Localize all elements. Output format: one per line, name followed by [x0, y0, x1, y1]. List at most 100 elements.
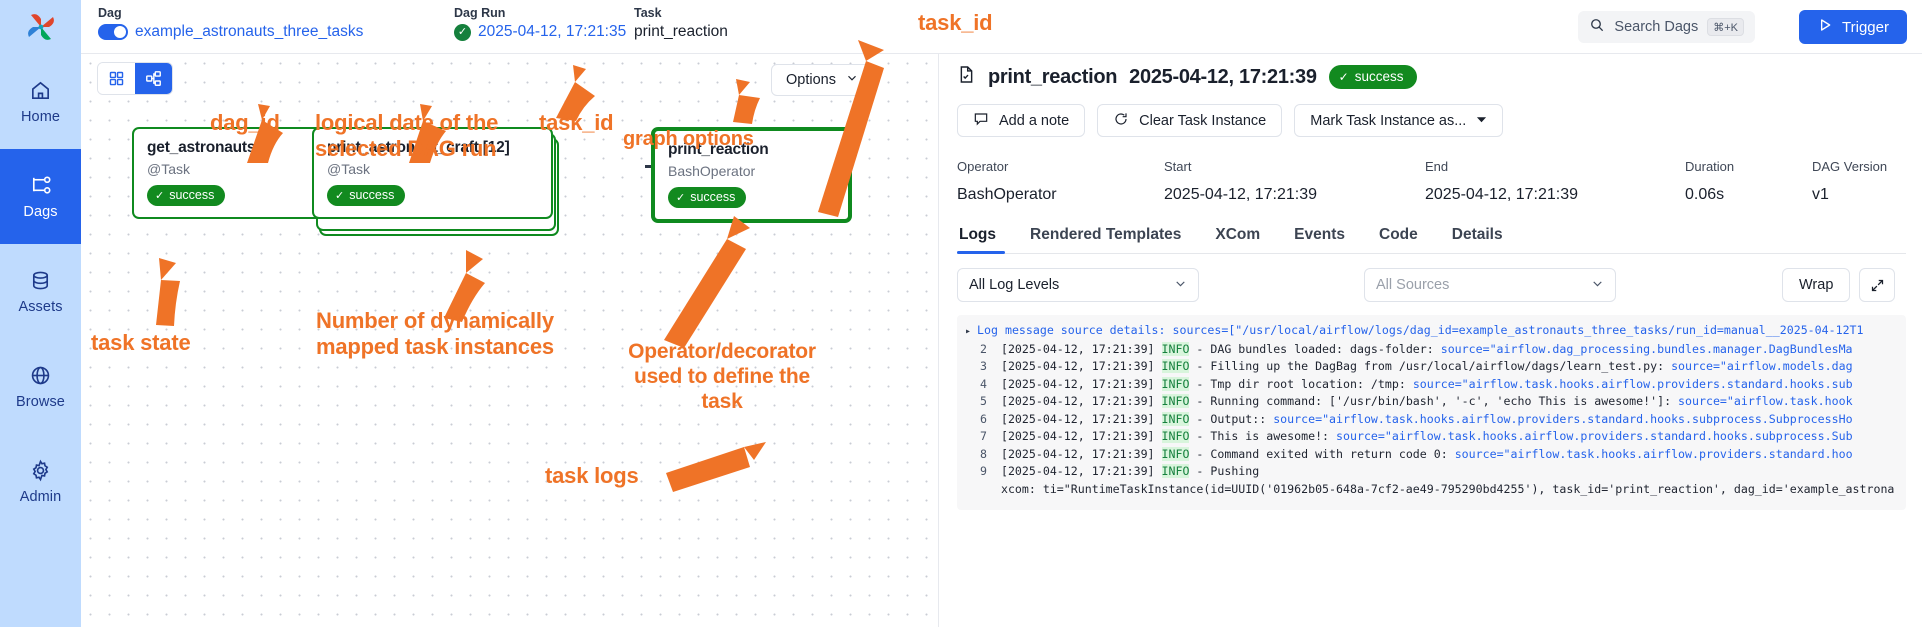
log-segment: [2025-04-12, 17:21:39] — [1000, 411, 1162, 426]
log-line: 8 [2025-04-12, 17:21:39] INFO - Command … — [957, 446, 1906, 464]
task-node-subtitle: BashOperator — [668, 163, 756, 179]
log-line-number: 8 — [980, 446, 987, 461]
annotation-task-logs: task logs — [545, 463, 639, 488]
log-segment: INFO — [1161, 429, 1190, 443]
log-segment: [2025-04-12, 17:21:39] — [1000, 446, 1162, 461]
annotation-task-id-right: task_id — [918, 10, 993, 35]
log-line-number: 7 — [980, 429, 987, 443]
wrap-label: Wrap — [1799, 277, 1834, 293]
search-dags-input[interactable]: Search Dags ⌘+K — [1578, 11, 1755, 43]
log-lines: ▸ Log message source details: sources=["… — [957, 322, 1906, 498]
log-sources-select[interactable]: All Sources — [1364, 268, 1616, 302]
meta-end: End 2025-04-12, 17:21:39 — [1425, 159, 1685, 204]
search-placeholder: Search Dags — [1614, 19, 1699, 35]
detail-tabs: Logs Rendered Templates XCom Events Code… — [957, 226, 1906, 254]
log-line-number: 3 — [980, 359, 987, 373]
task-instance-run-time: 2025-04-12, 17:21:39 — [1129, 65, 1317, 88]
graph-options-button[interactable]: Options — [771, 64, 873, 96]
log-sources-placeholder: All Sources — [1376, 277, 1450, 293]
log-line: 2 [2025-04-12, 17:21:39] INFO - DAG bund… — [957, 341, 1906, 359]
log-segment: - This is awesome!: — [1189, 429, 1337, 443]
chevron-down-icon — [1174, 277, 1187, 293]
sidebar-item-admin[interactable]: Admin — [0, 434, 81, 529]
check-icon: ✓ — [335, 189, 345, 202]
sidebar-item-browse[interactable]: Browse — [0, 339, 81, 434]
log-level-select[interactable]: All Log Levels — [957, 268, 1199, 302]
clear-task-instance-button[interactable]: Clear Task Instance — [1097, 104, 1283, 137]
log-segment: - Tmp dir root location: /tmp: — [1189, 376, 1413, 391]
wrap-button[interactable]: Wrap — [1782, 268, 1851, 302]
tab-events[interactable]: Events — [1294, 226, 1345, 243]
breadcrumb-task-label: Task — [634, 6, 662, 20]
meta-value: 2025-04-12, 17:21:39 — [1164, 186, 1318, 203]
log-segment: INFO — [1161, 394, 1190, 408]
log-segment: [2025-04-12, 17:21:39] — [1000, 429, 1162, 443]
status-badge-label: success — [349, 188, 395, 202]
log-controls: All Log Levels All Sources Wrap — [957, 268, 1906, 302]
log-segment: - Filling up the DagBag from /usr/local/… — [1189, 359, 1672, 373]
airflow-pinwheel-logo[interactable] — [0, 0, 81, 54]
clear-task-instance-label: Clear Task Instance — [1139, 112, 1267, 129]
log-segment: source="airflow.task.hooks.airflow.provi… — [1412, 376, 1853, 391]
tab-xcom[interactable]: XCom — [1215, 226, 1261, 243]
status-badge: ✓ success — [147, 185, 226, 206]
tab-details[interactable]: Details — [1451, 226, 1503, 243]
log-line-number: 2 — [980, 341, 987, 356]
log-level-value: All Log Levels — [969, 277, 1060, 293]
log-segment: INFO — [1161, 411, 1190, 426]
log-expander-icon[interactable]: ▸ — [965, 326, 978, 337]
meta-dag-version: DAG Version v1 — [1812, 159, 1887, 204]
mark-task-instance-as-label: Mark Task Instance as... — [1310, 112, 1467, 129]
breadcrumb-dag-run-label: Dag Run — [454, 6, 506, 20]
check-icon: ✓ — [676, 191, 686, 204]
trigger-button[interactable]: Trigger — [1799, 10, 1907, 44]
sidebar-item-dags[interactable]: Dags — [0, 149, 81, 244]
sidebar-item-label: Assets — [18, 298, 63, 315]
log-segment: - Running command: ['/usr/bin/bash', '-c… — [1189, 394, 1679, 408]
log-segment: INFO — [1161, 341, 1190, 356]
search-icon — [1589, 17, 1605, 38]
graph-icon[interactable] — [135, 63, 172, 94]
task-instance-header: print_reaction 2025-04-12, 17:21:39 ✓ su… — [957, 64, 1906, 90]
tab-logs[interactable]: Logs — [957, 226, 1013, 254]
task-node-title: print_reaction — [668, 141, 769, 158]
expand-icon[interactable] — [1859, 268, 1896, 302]
mark-task-instance-as-button[interactable]: Mark Task Instance as... — [1294, 104, 1504, 137]
log-segment: xcom: ti="RuntimeTaskInstance(id=UUID('0… — [1000, 481, 1895, 496]
note-icon — [973, 111, 989, 131]
breadcrumb-dag-value[interactable]: example_astronauts_three_tasks — [135, 23, 364, 40]
log-output[interactable]: ▸ Log message source details: sources=["… — [957, 315, 1906, 510]
refresh-icon — [1113, 111, 1129, 131]
dag-pause-toggle[interactable] — [98, 24, 128, 40]
tab-code[interactable]: Code — [1379, 226, 1418, 243]
top-bar: Dag example_astronauts_three_tasks Dag R… — [81, 0, 1922, 54]
sidebar-item-label: Dags — [23, 203, 58, 220]
task-instance-detail-panel: print_reaction 2025-04-12, 17:21:39 ✓ su… — [938, 54, 1922, 627]
meta-value: 2025-04-12, 17:21:39 — [1425, 186, 1579, 203]
breadcrumb-dag-run-value[interactable]: 2025-04-12, 17:21:35 — [478, 23, 627, 40]
tab-rendered-templates[interactable]: Rendered Templates — [1030, 226, 1182, 243]
log-segment: INFO — [1161, 464, 1190, 478]
log-line: 7 [2025-04-12, 17:21:39] INFO - This is … — [957, 428, 1906, 446]
sidebar-item-label: Home — [20, 108, 61, 125]
meta-key: Start — [1164, 159, 1192, 174]
annotation-task-id-left: task_id — [539, 110, 614, 135]
add-a-note-button[interactable]: Add a note — [957, 104, 1086, 137]
breadcrumb-task: Task print_reaction — [634, 6, 728, 41]
success-check-icon: ✓ — [454, 23, 471, 41]
sidebar-item-assets[interactable]: Assets — [0, 244, 81, 339]
status-badge: ✓ success — [668, 187, 747, 208]
grid-icon[interactable] — [98, 63, 135, 94]
dag-graph-panel[interactable]: Options get_astronauts @Task ✓ success p… — [81, 54, 938, 627]
sidebar-item-home[interactable]: Home — [0, 54, 81, 149]
annotation-mapped-count: Number of dynamically mapped task instan… — [316, 308, 554, 359]
log-segment: source="airflow.task.hooks.airflow.provi… — [1336, 429, 1853, 443]
globe-icon — [29, 364, 52, 387]
log-segment: source="airflow.models.dag — [1671, 359, 1853, 373]
log-line-number: 6 — [980, 411, 987, 426]
log-segment: INFO — [1161, 359, 1190, 373]
log-segment: [2025-04-12, 17:21:39] — [1000, 394, 1162, 408]
meta-key: End — [1425, 159, 1449, 174]
meta-duration: Duration 0.06s — [1685, 159, 1812, 204]
log-segment: [2025-04-12, 17:21:39] — [1000, 464, 1162, 478]
